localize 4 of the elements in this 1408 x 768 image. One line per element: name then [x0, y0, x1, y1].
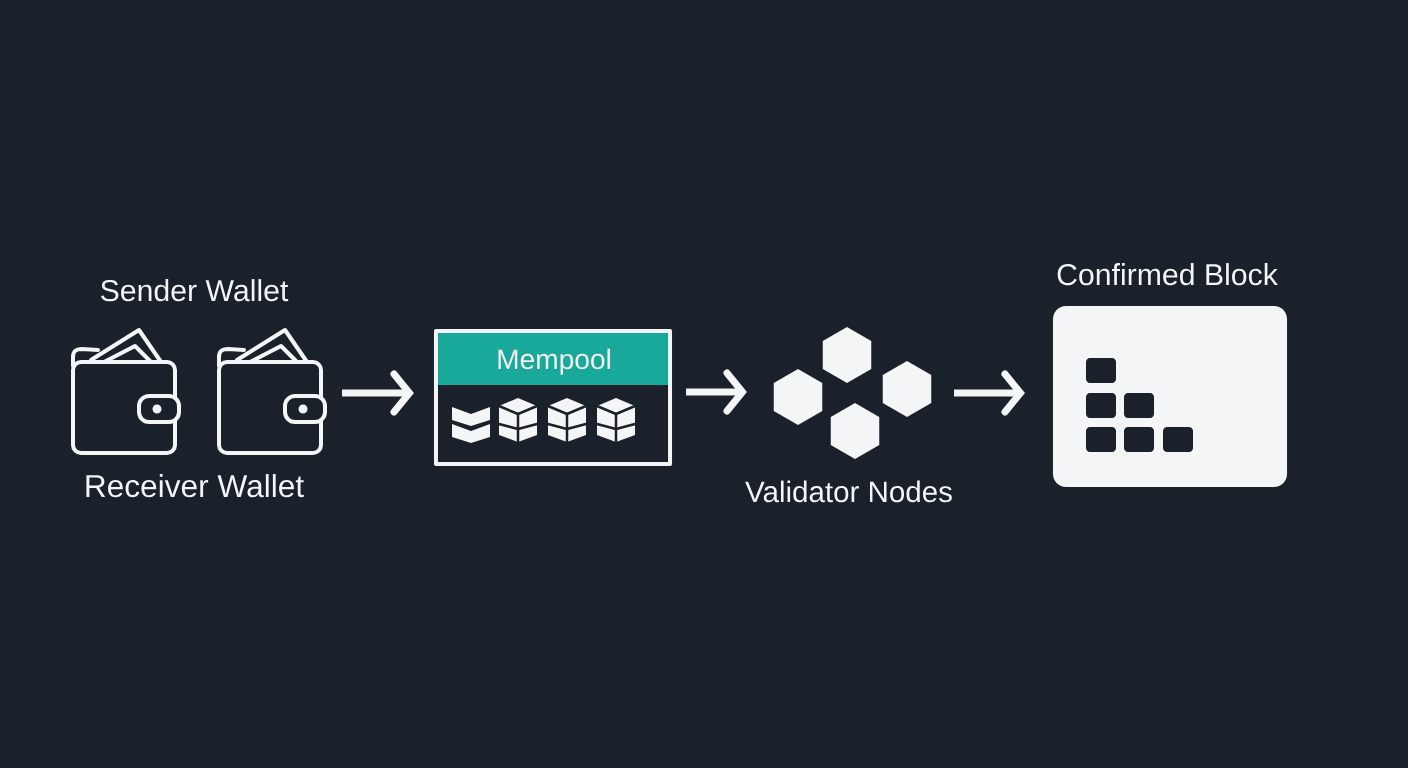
node-label: Receiver Wallet	[86, 474, 304, 498]
node-label: Sender Wallet	[101, 279, 289, 302]
node-label: Validator Nodes	[745, 480, 952, 503]
node-label: Confirmed Block	[1057, 263, 1278, 286]
